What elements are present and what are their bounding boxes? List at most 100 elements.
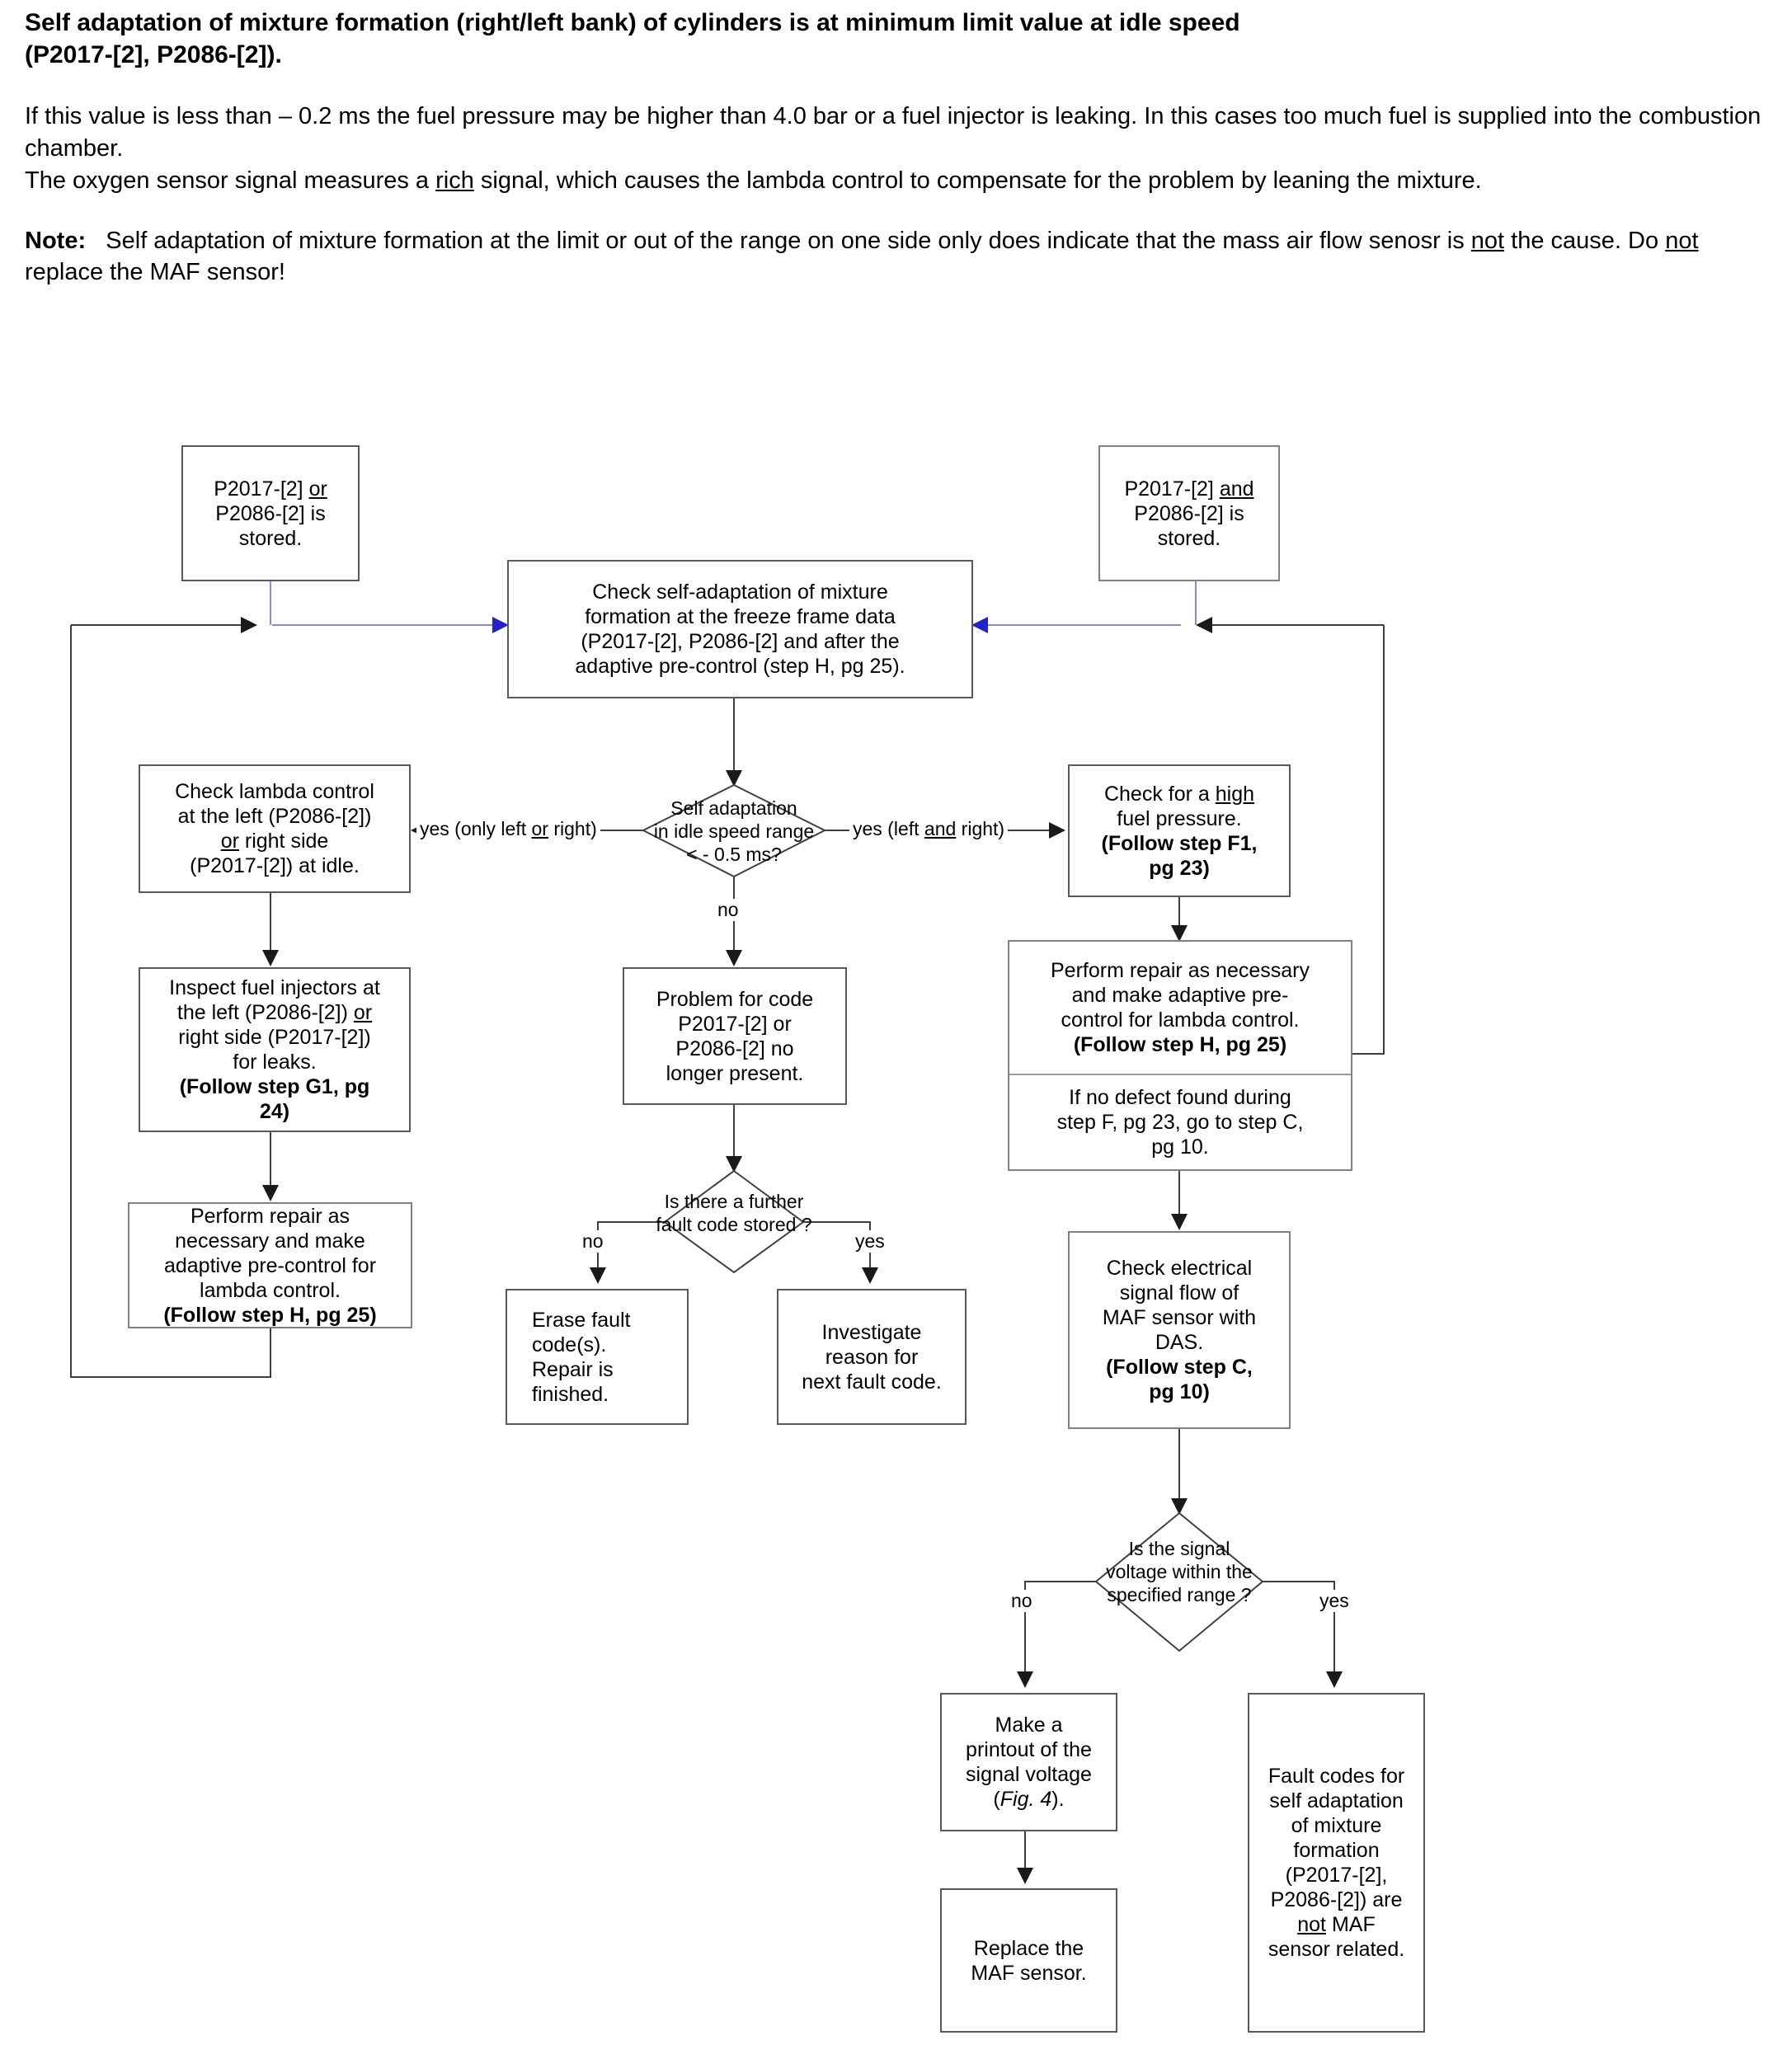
fcn-line-5: (P2017-[2],	[1285, 1864, 1388, 1887]
rms-line-1: Replace the	[973, 1936, 1084, 1960]
ifi-or: or	[353, 1001, 373, 1024]
decision-idle-line-3: < - 0.5 ms?	[686, 844, 782, 866]
node-make-printout[interactable]: Make a printout of the signal voltage (F…	[940, 1693, 1117, 1831]
cesf-line-6: pg 10)	[1149, 1380, 1210, 1403]
yes-left-and-right-and: and	[924, 818, 957, 839]
decision-idle-line-1: Self adaptation	[670, 797, 797, 819]
node-perform-repair-left[interactable]: Perform repair as necessary and make ada…	[128, 1202, 412, 1328]
edge-label-no-signal-voltage: no	[1008, 1590, 1036, 1613]
prr-line-1: Perform repair as necessary	[1050, 959, 1310, 982]
emphasis-not-2: not	[1665, 227, 1699, 254]
decision-idle-text: Self adaptation in idle speed range < - …	[639, 794, 829, 868]
ifi-line-5: (Follow step G1, pg	[179, 1075, 370, 1098]
fcn-line-8: sensor related.	[1268, 1938, 1405, 1961]
node-check-lambda-control[interactable]: Check lambda control at the left (P2086-…	[139, 764, 411, 893]
page-title: Self adaptation of mixture formation (ri…	[25, 7, 1773, 71]
start-right-line-2: P2086-[2] is	[1134, 501, 1244, 525]
clc-line-3b: right side	[238, 830, 329, 853]
cfp-line-1a: Check for a	[1103, 782, 1216, 806]
start-left-line-1a: P2017-[2]	[214, 477, 309, 501]
title-line-2: (P2017-[2], P2086-[2]).	[25, 41, 282, 68]
edge-label-yes-left-and-right: yes (left and right)	[849, 818, 1009, 841]
node-inspect-fuel-injectors[interactable]: Inspect fuel injectors at the left (P208…	[139, 967, 411, 1132]
cesf-line-4: DAS.	[1155, 1331, 1204, 1354]
emphasis-not-1: not	[1470, 227, 1505, 254]
node-erase-fault-codes[interactable]: Erase fault code(s). Repair is finished.	[506, 1289, 689, 1425]
ifi-line-2a: the left (P2086-[2])	[176, 1001, 354, 1024]
csa-line-4: adaptive pre-control (step H, pg 25).	[575, 655, 905, 678]
node-check-electrical-signal-flow[interactable]: Check electrical signal flow of MAF sens…	[1068, 1231, 1291, 1429]
mpo-line-3: signal voltage	[966, 1763, 1092, 1786]
note-label: Note:	[25, 227, 87, 254]
paragraph-2-part-a: The oxygen sensor signal measures a	[25, 167, 436, 194]
dsv-line-3: specified range ?	[1107, 1584, 1252, 1606]
mpo-fig-ref: Fig. 4	[999, 1788, 1052, 1811]
yes-left-and-right-a: yes (left	[853, 818, 924, 839]
cesf-line-5: (Follow step C,	[1106, 1356, 1253, 1379]
paragraph-1: If this value is less than – 0.2 ms the …	[25, 103, 1761, 162]
efc-line-3: Repair is	[532, 1357, 614, 1381]
node-start-right[interactable]: P2017-[2] and P2086-[2] is stored.	[1098, 445, 1280, 581]
node-perform-repair-right[interactable]: Perform repair as necessary and make ada…	[1008, 940, 1352, 1171]
cfp-line-3: (Follow step F1,	[1101, 831, 1258, 855]
mpo-line-4a: (	[993, 1788, 1000, 1811]
prr-line-6: step F, pg 23, go to step C,	[1056, 1111, 1304, 1134]
efc-line-1: Erase fault	[532, 1308, 631, 1332]
dff-line-2: fault code stored ?	[656, 1214, 812, 1235]
cfp-line-4: pg 23)	[1149, 856, 1210, 880]
decision-further-fault-text: Is there a further fault code stored ?	[639, 1187, 829, 1239]
fcn-line-7b: MAF	[1326, 1913, 1376, 1936]
ifi-line-6: 24)	[259, 1100, 290, 1123]
pnl-line-3: P2086-[2] no	[675, 1037, 794, 1060]
clc-line-1: Check lambda control	[175, 780, 374, 803]
node-start-left[interactable]: P2017-[2] or P2086-[2] is stored.	[181, 445, 360, 581]
paragraph-2: The oxygen sensor signal measures a rich…	[25, 165, 1773, 197]
prl-line-2: necessary and make	[175, 1229, 365, 1253]
prr-line-2: and make adaptive pre-	[1071, 984, 1289, 1007]
note-part-b: the cause. Do	[1504, 227, 1666, 254]
document-header: Self adaptation of mixture formation (ri…	[25, 7, 1773, 289]
yes-left-or-right-b: right)	[548, 818, 597, 839]
csa-line-1: Check self-adaptation of mixture	[592, 581, 888, 604]
edge-label-yes-further-fault: yes	[852, 1230, 888, 1253]
ifi-line-1: Inspect fuel injectors at	[169, 976, 380, 999]
node-fault-codes-not-maf-related[interactable]: Fault codes for self adaptation of mixtu…	[1248, 1693, 1425, 2033]
start-left-line-3: stored.	[238, 526, 303, 550]
edge-label-yes-signal-voltage: yes	[1316, 1590, 1352, 1613]
efc-line-4: finished.	[532, 1382, 609, 1406]
pnl-line-2: P2017-[2] or	[678, 1012, 792, 1036]
edge-label-no-further-fault: no	[579, 1230, 607, 1253]
ivr-line-2: reason for	[825, 1345, 919, 1369]
prr-upper-segment: Perform repair as necessary and make ada…	[1009, 942, 1351, 1075]
prl-line-1: Perform repair as	[190, 1204, 350, 1228]
node-investigate-reason[interactable]: Investigate reason for next fault code.	[777, 1289, 967, 1425]
cesf-line-2: signal flow of	[1119, 1281, 1239, 1305]
prl-line-4: lambda control.	[200, 1278, 341, 1302]
mpo-line-2: printout of the	[966, 1738, 1092, 1761]
emphasis-rich: rich	[435, 167, 474, 194]
csa-line-3: (P2017-[2], P2086-[2] and after the	[581, 630, 900, 653]
prr-line-3: control for lambda control.	[1061, 1008, 1300, 1032]
clc-line-2: at the left (P2086-[2])	[177, 805, 372, 828]
dsv-line-2: voltage within the	[1106, 1560, 1253, 1582]
node-problem-no-longer-present[interactable]: Problem for code P2017-[2] or P2086-[2] …	[623, 967, 847, 1105]
node-replace-maf-sensor[interactable]: Replace the MAF sensor.	[940, 1888, 1117, 2033]
mpo-line-1: Make a	[995, 1713, 1063, 1737]
yes-left-and-right-b: right)	[956, 818, 1005, 839]
prr-line-7: pg 10.	[1151, 1135, 1209, 1159]
efc-line-2: code(s).	[532, 1333, 607, 1356]
ivr-line-3: next fault code.	[802, 1370, 942, 1394]
cesf-line-1: Check electrical	[1106, 1257, 1253, 1280]
prl-line-5: (Follow step H, pg 25)	[163, 1303, 377, 1327]
clc-line-4: (P2017-[2]) at idle.	[190, 854, 360, 877]
prr-line-4: (Follow step H, pg 25)	[1073, 1033, 1287, 1056]
prr-line-5: If no defect found during	[1069, 1086, 1291, 1109]
pnl-line-4: longer present.	[666, 1061, 804, 1085]
node-check-fuel-pressure[interactable]: Check for a high fuel pressure. (Follow …	[1068, 764, 1291, 897]
node-check-self-adaptation[interactable]: Check self-adaptation of mixture formati…	[507, 560, 973, 698]
ifi-line-4: for leaks.	[233, 1051, 317, 1074]
dff-line-1: Is there a further	[664, 1190, 804, 1212]
rms-line-2: MAF sensor.	[971, 1961, 1087, 1985]
prl-line-3: adaptive pre-control for	[163, 1253, 377, 1277]
cesf-line-3: MAF sensor with	[1102, 1306, 1257, 1329]
